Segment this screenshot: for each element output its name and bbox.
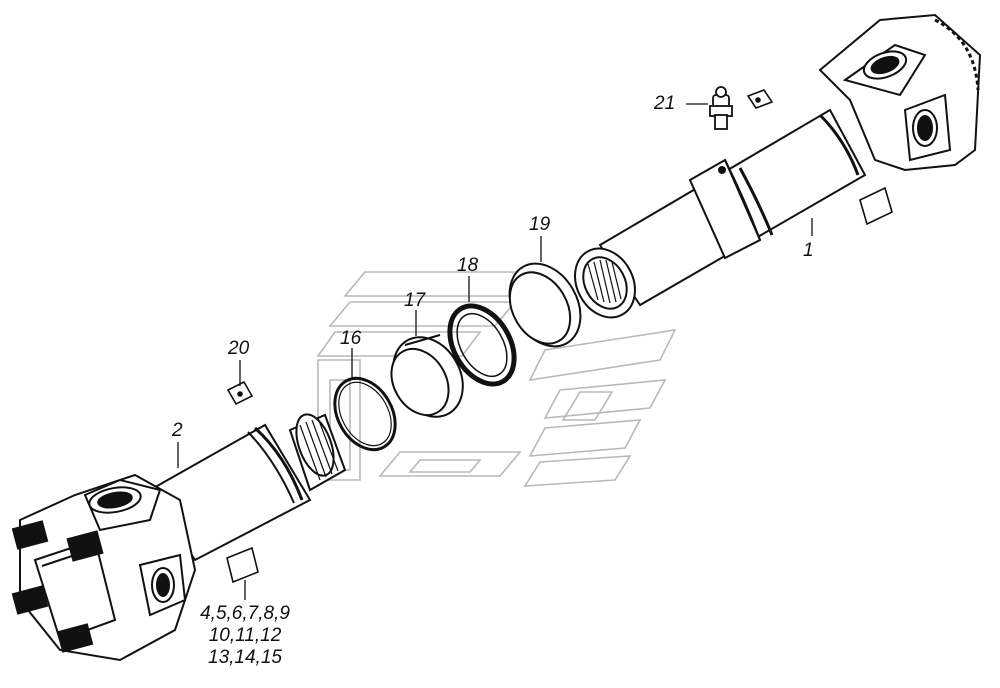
callout-4-15-line3: 13,14,15 xyxy=(208,647,282,668)
callout-2: 2 xyxy=(172,420,183,441)
part-1-tube-yoke xyxy=(574,13,982,319)
clip-plate-top xyxy=(746,89,774,109)
callout-21: 21 xyxy=(654,93,676,114)
callout-4-15-line1: 4,5,6,7,8,9 xyxy=(200,603,290,624)
callout-16: 16 xyxy=(340,328,362,349)
label-plate-left xyxy=(226,546,259,584)
callout-17: 17 xyxy=(404,290,426,311)
watermark-logo xyxy=(316,271,677,487)
callout-19: 19 xyxy=(529,214,551,235)
callout-18: 18 xyxy=(457,255,479,276)
callout-4-15: 4,5,6,7,8,9 10,11,12 13,14,15 xyxy=(190,603,300,669)
part-19-ring xyxy=(508,262,582,348)
part-21-grease-fitting xyxy=(709,86,733,130)
callout-1: 1 xyxy=(803,240,814,261)
part-16-ring xyxy=(333,376,397,452)
callout-20: 20 xyxy=(228,338,250,359)
part-20-clip xyxy=(226,380,254,406)
part-2-stub-yoke xyxy=(11,413,347,662)
callout-4-15-line2: 10,11,12 xyxy=(208,625,282,646)
part-17-sleeve xyxy=(390,334,464,418)
label-plate-right xyxy=(859,186,893,226)
leader-lines xyxy=(177,103,813,600)
part-18-seal xyxy=(447,303,517,387)
